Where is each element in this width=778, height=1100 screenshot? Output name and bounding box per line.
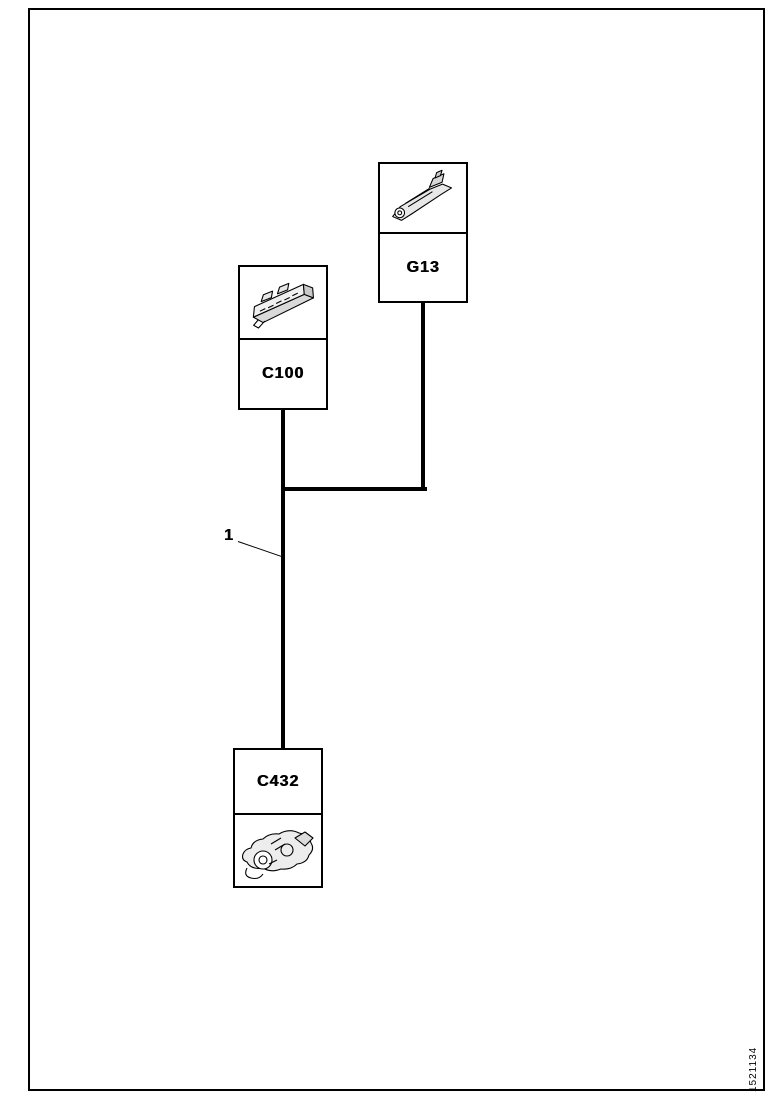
node-c100: C100 [238,265,328,410]
callout-1-label: 1 [224,527,233,544]
ground-terminal-icon [392,169,452,221]
component-assembly-icon [241,829,314,879]
node-label-g13: G13 [406,258,440,276]
wire-c100-to-c432 [281,410,285,748]
doc-number: 1521134 [748,1046,759,1092]
connector-icon [252,282,314,329]
c100-illustration [240,267,326,340]
node-label-c100: C100 [261,365,305,382]
node-g13: G13 [378,162,468,303]
wire-g13-to-junction [421,303,425,491]
node-label-c432: C432 [235,750,321,815]
node-c432: C432 [233,748,323,888]
g13-illustration [380,164,466,234]
page-border-frame [28,8,765,1091]
c432-illustration [235,815,321,886]
wire-junction-horizontal [281,487,427,491]
